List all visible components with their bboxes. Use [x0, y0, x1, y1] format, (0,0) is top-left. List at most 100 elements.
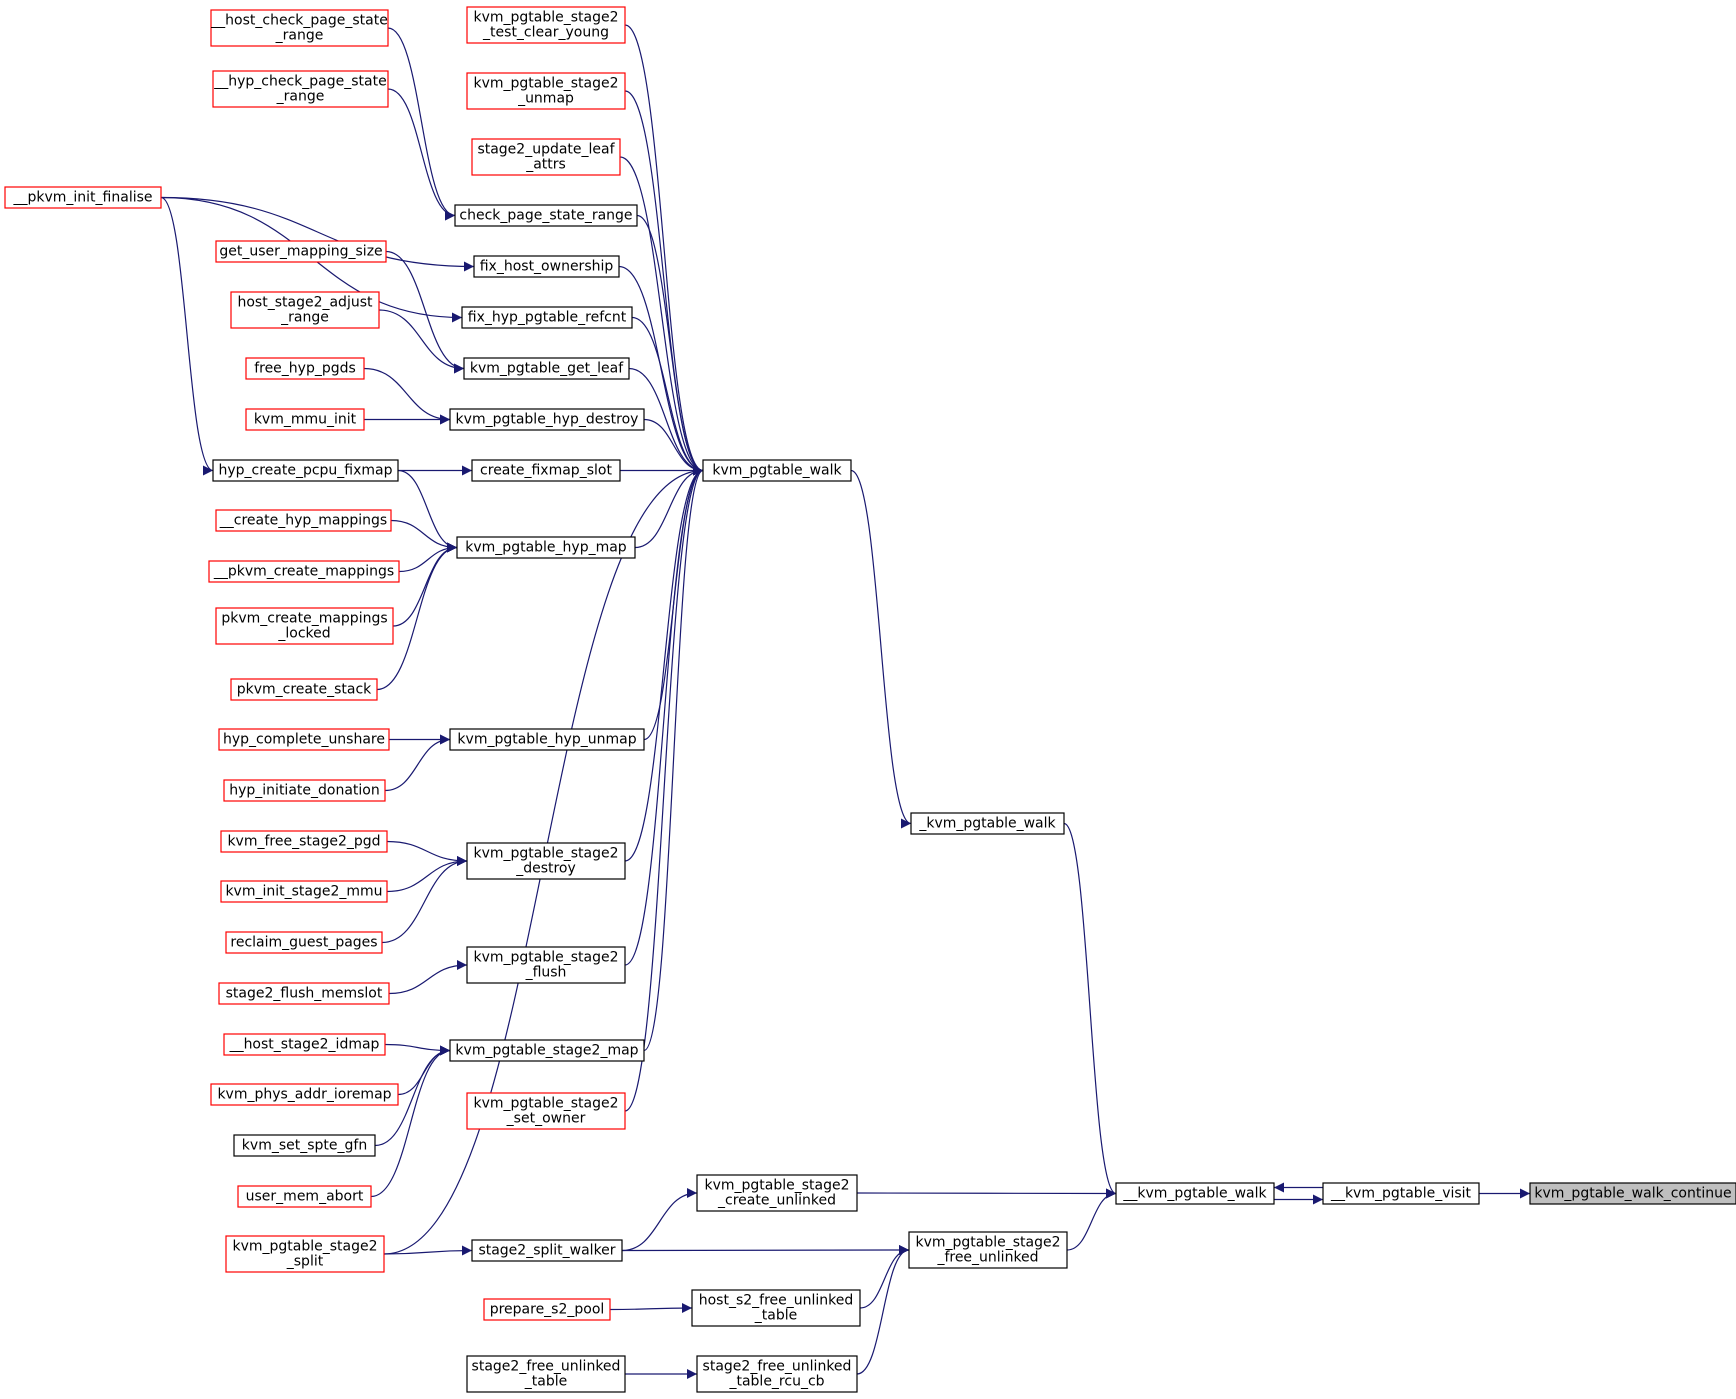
call-edge: [160, 196, 214, 476]
call-edge: [387, 88, 456, 221]
graph-node[interactable]: stage2_flush_memslot: [218, 982, 390, 1005]
graph-node[interactable]: __hyp_check_page_state_range: [212, 70, 389, 108]
call-edge: [381, 856, 468, 944]
graph-node[interactable]: __host_stage2_idmap: [223, 1033, 386, 1056]
graph-node[interactable]: kvm_pgtable_stage2_create_unlinked: [696, 1174, 858, 1212]
graph-node[interactable]: pkvm_create_stack: [230, 678, 378, 701]
node-box: [1115, 1182, 1275, 1205]
node-label: pkvm_create_stack: [237, 682, 372, 698]
graph-node[interactable]: __pkvm_init_finalise: [4, 186, 162, 209]
graph-node[interactable]: kvm_pgtable_stage2_set_owner: [466, 1092, 626, 1130]
node-label: __hyp_check_page_state: [213, 74, 386, 90]
node-box: [208, 560, 400, 583]
graph-node[interactable]: kvm_free_stage2_pgd: [220, 830, 388, 853]
call-edge: [383, 1245, 473, 1256]
node-box: [466, 1092, 626, 1130]
node-box: [466, 946, 626, 984]
graph-node[interactable]: stage2_free_unlinked_table_rcu_cb: [696, 1355, 858, 1393]
graph-node[interactable]: create_fixmap_slot: [471, 459, 621, 482]
call-edge: [384, 1043, 451, 1056]
graph-node[interactable]: fix_host_ownership: [473, 255, 620, 278]
graph-node[interactable]: __create_hyp_mappings: [215, 509, 392, 532]
node-label: user_mem_abort: [246, 1189, 364, 1205]
graph-node[interactable]: kvm_pgtable_stage2_map: [449, 1039, 645, 1062]
node-box: [471, 1239, 623, 1262]
call-edge: [856, 1245, 910, 1375]
graph-node[interactable]: __host_check_page_state_range: [210, 9, 389, 47]
graph-node[interactable]: host_s2_free_unlinked_table: [691, 1289, 861, 1327]
node-label: _free_unlinked: [936, 1250, 1038, 1266]
graph-node[interactable]: pkvm_create_mappings_locked: [215, 607, 394, 645]
graph-node[interactable]: _kvm_pgtable_walk: [910, 812, 1065, 835]
node-label: prepare_s2_pool: [490, 1302, 605, 1318]
call-edge: [856, 1188, 1117, 1199]
graph-node[interactable]: kvm_pgtable_walk: [702, 459, 852, 482]
node-box: [702, 459, 852, 482]
node-box: [461, 306, 633, 329]
node-label: __kvm_pgtable_visit: [1330, 1186, 1472, 1202]
edge-layer: [160, 24, 1530, 1379]
call-edge: [370, 1045, 451, 1198]
graph-node[interactable]: hyp_create_pcpu_fixmap: [212, 459, 399, 482]
node-box: [218, 728, 390, 751]
call-edge: [609, 1303, 693, 1314]
call-edge: [1066, 1188, 1117, 1251]
node-label: _kvm_pgtable_walk: [918, 816, 1056, 832]
node-box: [233, 1134, 376, 1157]
graph-node[interactable]: kvm_pgtable_stage2_flush: [466, 946, 626, 984]
graph-node[interactable]: kvm_pgtable_stage2_test_clear_young: [466, 6, 626, 44]
graph-node[interactable]: __pkvm_create_mappings: [208, 560, 400, 583]
node-label: fix_hyp_pgtable_refcnt: [468, 310, 627, 326]
node-label: pkvm_create_mappings: [221, 611, 387, 627]
graph-node[interactable]: hyp_complete_unshare: [218, 728, 390, 751]
graph-node[interactable]: kvm_pgtable_stage2_split: [225, 1235, 385, 1273]
call-edge: [376, 542, 458, 691]
graph-node[interactable]: stage2_update_leaf_attrs: [471, 138, 621, 176]
node-label: kvm_pgtable_walk_continue: [1534, 1186, 1731, 1202]
graph-node[interactable]: fix_hyp_pgtable_refcnt: [461, 306, 633, 329]
graph-node[interactable]: kvm_pgtable_stage2_unmap: [466, 72, 626, 110]
graph-node[interactable]: get_user_mapping_size: [215, 240, 387, 263]
graph-node[interactable]: hyp_initiate_donation: [223, 779, 386, 802]
graph-node[interactable]: kvm_phys_addr_ioremap: [210, 1083, 399, 1106]
graph-node[interactable]: kvm_init_stage2_mmu: [220, 880, 388, 903]
graph-node[interactable]: kvm_pgtable_stage2_destroy: [466, 842, 626, 880]
node-label: __host_check_page_state: [210, 13, 388, 29]
graph-node[interactable]: kvm_pgtable_stage2_free_unlinked: [908, 1231, 1068, 1269]
node-box: [215, 509, 392, 532]
node-box: [449, 728, 645, 751]
node-label: kvm_pgtable_hyp_map: [465, 540, 627, 556]
node-box: [463, 357, 630, 380]
graph-node[interactable]: prepare_s2_pool: [483, 1298, 611, 1321]
node-label: stage2_free_unlinked: [703, 1359, 852, 1375]
graph-node[interactable]: __kvm_pgtable_visit: [1322, 1182, 1480, 1205]
node-box: [466, 72, 626, 110]
call-edge: [388, 960, 468, 995]
graph-node[interactable]: kvm_pgtable_hyp_destroy: [449, 408, 645, 431]
node-label: _unmap: [517, 91, 574, 107]
graph-node[interactable]: free_hyp_pgds: [245, 357, 365, 380]
graph-node[interactable]: host_stage2_adjust_range: [230, 291, 380, 329]
node-layer: __host_check_page_state_range __hyp_check…: [4, 6, 1736, 1393]
graph-node[interactable]: kvm_set_spte_gfn: [233, 1134, 376, 1157]
node-label: kvm_pgtable_stage2: [473, 76, 618, 92]
call-edge: [387, 27, 456, 221]
graph-node[interactable]: kvm_pgtable_hyp_map: [456, 536, 636, 559]
graph-node[interactable]: kvm_mmu_init: [245, 408, 365, 431]
graph-node[interactable]: stage2_split_walker: [471, 1239, 623, 1262]
graph-node[interactable]: __kvm_pgtable_walk: [1115, 1182, 1275, 1205]
node-label: _split: [286, 1254, 324, 1270]
graph-node[interactable]: check_page_state_range: [454, 204, 638, 227]
graph-node[interactable]: kvm_pgtable_walk_continue: [1529, 1182, 1736, 1205]
graph-node[interactable]: user_mem_abort: [237, 1185, 372, 1208]
graph-node[interactable]: kvm_pgtable_hyp_unmap: [449, 728, 645, 751]
graph-node[interactable]: reclaim_guest_pages: [225, 931, 383, 954]
node-box: [223, 1033, 386, 1056]
graph-node[interactable]: stage2_free_unlinked_table: [466, 1355, 626, 1393]
node-label: kvm_pgtable_stage2: [473, 10, 618, 26]
node-label: stage2_free_unlinked: [472, 1359, 621, 1375]
node-label: __create_hyp_mappings: [219, 513, 387, 529]
node-label: kvm_pgtable_stage2: [473, 846, 618, 862]
graph-node[interactable]: kvm_pgtable_get_leaf: [463, 357, 630, 380]
